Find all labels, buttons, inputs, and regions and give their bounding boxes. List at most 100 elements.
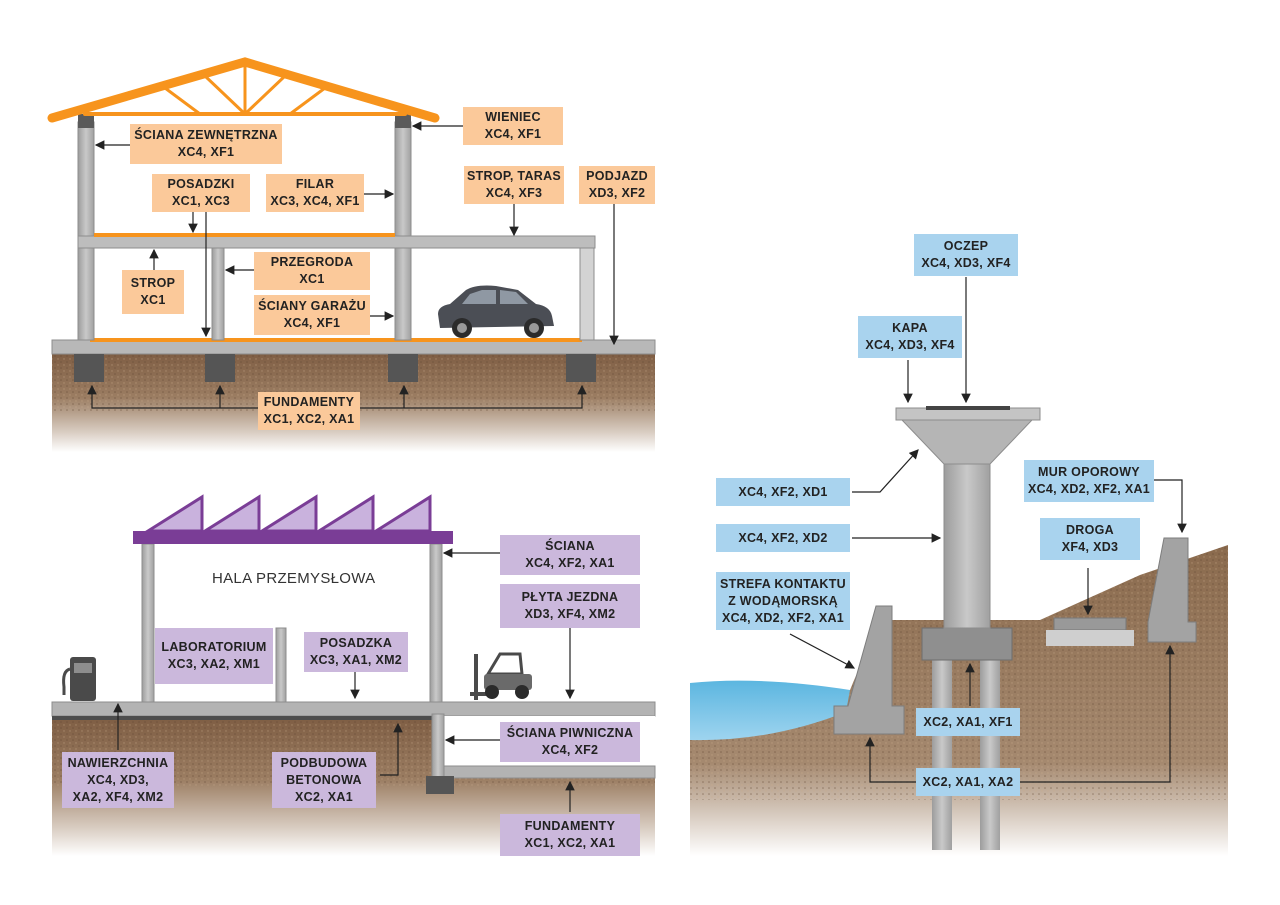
hall-roof-beam bbox=[133, 531, 453, 544]
label-mur-oporowy: MUR OPOROWY XC4, XD2, XF2, XA1 bbox=[1024, 460, 1154, 502]
label-sciany-garazu: ŚCIANY GARAŻU XC4, XF1 bbox=[254, 295, 370, 335]
basement-floor bbox=[443, 765, 656, 779]
hall-left-wall bbox=[141, 543, 155, 703]
label-pier: XC4, XF2, XD2 bbox=[716, 524, 850, 552]
car-icon bbox=[438, 285, 554, 338]
house-upper-floor-finish bbox=[94, 233, 395, 237]
label-wieniec: WIENIEC XC4, XF1 bbox=[463, 107, 563, 145]
pile-left bbox=[932, 660, 952, 850]
label-codes: XC3, XC4, XF1 bbox=[270, 194, 360, 208]
label-line3: XA2, XF4, XM2 bbox=[72, 789, 164, 804]
label-codes: XC4, XF2 bbox=[541, 743, 599, 757]
label-fundamenty-hall: FUNDAMENTY XC1, XC2, XA1 bbox=[500, 814, 640, 856]
house-floor-finish bbox=[90, 338, 582, 342]
label-codes: XC1 bbox=[299, 272, 325, 286]
label-oczep: OCZEP XC4, XD3, XF4 bbox=[914, 234, 1018, 276]
house-middle-wall bbox=[394, 121, 412, 341]
label-title: DROGA bbox=[1065, 523, 1115, 537]
label-title: ŚCIANA ZEWNĘTRZNA bbox=[134, 128, 278, 142]
label-title: MUR OPOROWY bbox=[1038, 465, 1140, 479]
sea-water bbox=[690, 680, 850, 741]
label-codes: XC1, XC2, XA1 bbox=[524, 836, 616, 850]
footing-3 bbox=[388, 354, 418, 382]
label-filar: FILAR XC3, XC4, XF1 bbox=[266, 174, 364, 212]
label-codes: XC4, XD2, XF2, XA1 bbox=[1027, 482, 1151, 496]
forklift-icon bbox=[470, 652, 532, 700]
label-podjazd: PODJAZD XD3, XF2 bbox=[579, 166, 655, 204]
hall-name: HALA PRZEMYSŁOWA bbox=[212, 570, 376, 587]
label-line3: XC2, XA1 bbox=[295, 789, 353, 804]
label-title: PODJAZD bbox=[586, 169, 648, 183]
garage-post bbox=[579, 245, 595, 341]
label-codes: XC3, XA1, XM2 bbox=[309, 653, 403, 667]
bridge-deck-top bbox=[926, 406, 1010, 410]
label-sciana-zewnetrzna: ŚCIANA ZEWNĘTRZNA XC4, XF1 bbox=[130, 124, 282, 164]
label-line1: STREFA KONTAKTU bbox=[719, 576, 847, 591]
label-codes: XC2, XA1, XF1 bbox=[923, 714, 1013, 729]
label-title: ŚCIANA bbox=[545, 539, 595, 553]
label-codes: XC2, XA1, XA2 bbox=[922, 774, 1014, 789]
label-title: ŚCIANY GARAŻU bbox=[258, 299, 366, 313]
label-line1: NAWIERZCHNIA bbox=[67, 755, 169, 770]
label-nawierzchnia: NAWIERZCHNIA XC4, XD3, XA2, XF4, XM2 bbox=[62, 752, 174, 808]
right-retaining-wall bbox=[1147, 537, 1197, 643]
label-title: ŚCIANA PIWNICZNA bbox=[506, 726, 634, 740]
label-title: KAPA bbox=[892, 321, 928, 335]
label-fundamenty-house: FUNDAMENTY XC1, XC2, XA1 bbox=[258, 392, 360, 430]
label-codes: XF4, XD3 bbox=[1061, 540, 1119, 554]
label-strop-taras: STROP, TARAS XC4, XF3 bbox=[464, 166, 564, 204]
label-title: WIENIEC bbox=[485, 110, 541, 124]
basement-wall bbox=[431, 713, 445, 781]
label-posadzki: POSADZKI XC1, XC3 bbox=[152, 174, 250, 212]
label-codes: XC4, XF2, XA1 bbox=[525, 556, 615, 570]
label-title: STROP, TARAS bbox=[466, 169, 562, 183]
label-codes: XD3, XF4, XM2 bbox=[524, 607, 616, 621]
label-title: FILAR bbox=[295, 177, 335, 191]
label-title: FUNDAMENTY bbox=[263, 395, 355, 409]
house-ceiling-slab bbox=[77, 235, 596, 249]
pile-right bbox=[980, 660, 1000, 850]
label-sciana: ŚCIANA XC4, XF2, XA1 bbox=[500, 535, 640, 575]
label-piles: XC2, XA1, XF1 bbox=[916, 708, 1020, 736]
hall-right-wall bbox=[429, 543, 443, 703]
house-left-wall bbox=[77, 121, 95, 341]
ring-beam-right bbox=[395, 114, 411, 128]
label-sciana-piwniczna: ŚCIANA PIWNICZNA XC4, XF2 bbox=[500, 722, 640, 762]
bridge-soil-texture bbox=[690, 545, 1228, 800]
label-plyta-jezdna: PŁYTA JEZDNA XD3, XF4, XM2 bbox=[500, 584, 640, 628]
label-codes: XC4, XD3, XF4 bbox=[921, 256, 1011, 270]
label-upper-pier: XC4, XF2, XD1 bbox=[716, 478, 850, 506]
pile-cap bbox=[921, 627, 1013, 661]
footing-4 bbox=[566, 354, 596, 382]
label-codes: XC4, XF1 bbox=[484, 127, 542, 141]
label-codes: XC4, XF1 bbox=[283, 316, 341, 330]
label-title: STROP bbox=[130, 276, 176, 290]
label-line1: PODBUDOWA bbox=[280, 755, 368, 770]
label-codes: XC3, XA2, XM1 bbox=[167, 657, 261, 671]
label-title: POSADZKA bbox=[319, 636, 393, 650]
sawtooth-roof bbox=[142, 494, 432, 533]
label-posadzka: POSADZKA XC3, XA1, XM2 bbox=[304, 632, 408, 672]
label-strop: STROP XC1 bbox=[122, 270, 184, 314]
ring-beam-left bbox=[78, 114, 94, 128]
label-title: FUNDAMENTY bbox=[524, 819, 616, 833]
pier-column bbox=[943, 461, 991, 629]
label-line2: BETONOWA bbox=[286, 772, 362, 787]
label-line3: XC4, XD2, XF2, XA1 bbox=[721, 610, 845, 625]
pier-head bbox=[900, 419, 1034, 465]
label-codes: XC4, XF2, XD1 bbox=[738, 484, 828, 499]
label-codes: XC4, XD3, XF4 bbox=[865, 338, 955, 352]
label-codes: XC4, XF3 bbox=[485, 186, 543, 200]
label-title: OCZEP bbox=[943, 239, 989, 253]
road-base bbox=[1046, 630, 1134, 646]
label-strefa-kontaktu: STREFA KONTAKTU Z WODĄMORSKĄ XC4, XD2, X… bbox=[716, 572, 850, 630]
left-retaining-wall bbox=[833, 605, 905, 735]
label-foundation: XC2, XA1, XA2 bbox=[916, 768, 1020, 796]
label-podbudowa: PODBUDOWA BETONOWA XC2, XA1 bbox=[272, 752, 376, 808]
footing-1 bbox=[74, 354, 104, 382]
hall-road-surface bbox=[51, 701, 656, 717]
label-przegroda: PRZEGRODA XC1 bbox=[254, 252, 370, 290]
label-codes: XC1, XC3 bbox=[172, 194, 230, 208]
roof-truss bbox=[47, 57, 440, 123]
hall-subbase-line bbox=[52, 716, 437, 720]
